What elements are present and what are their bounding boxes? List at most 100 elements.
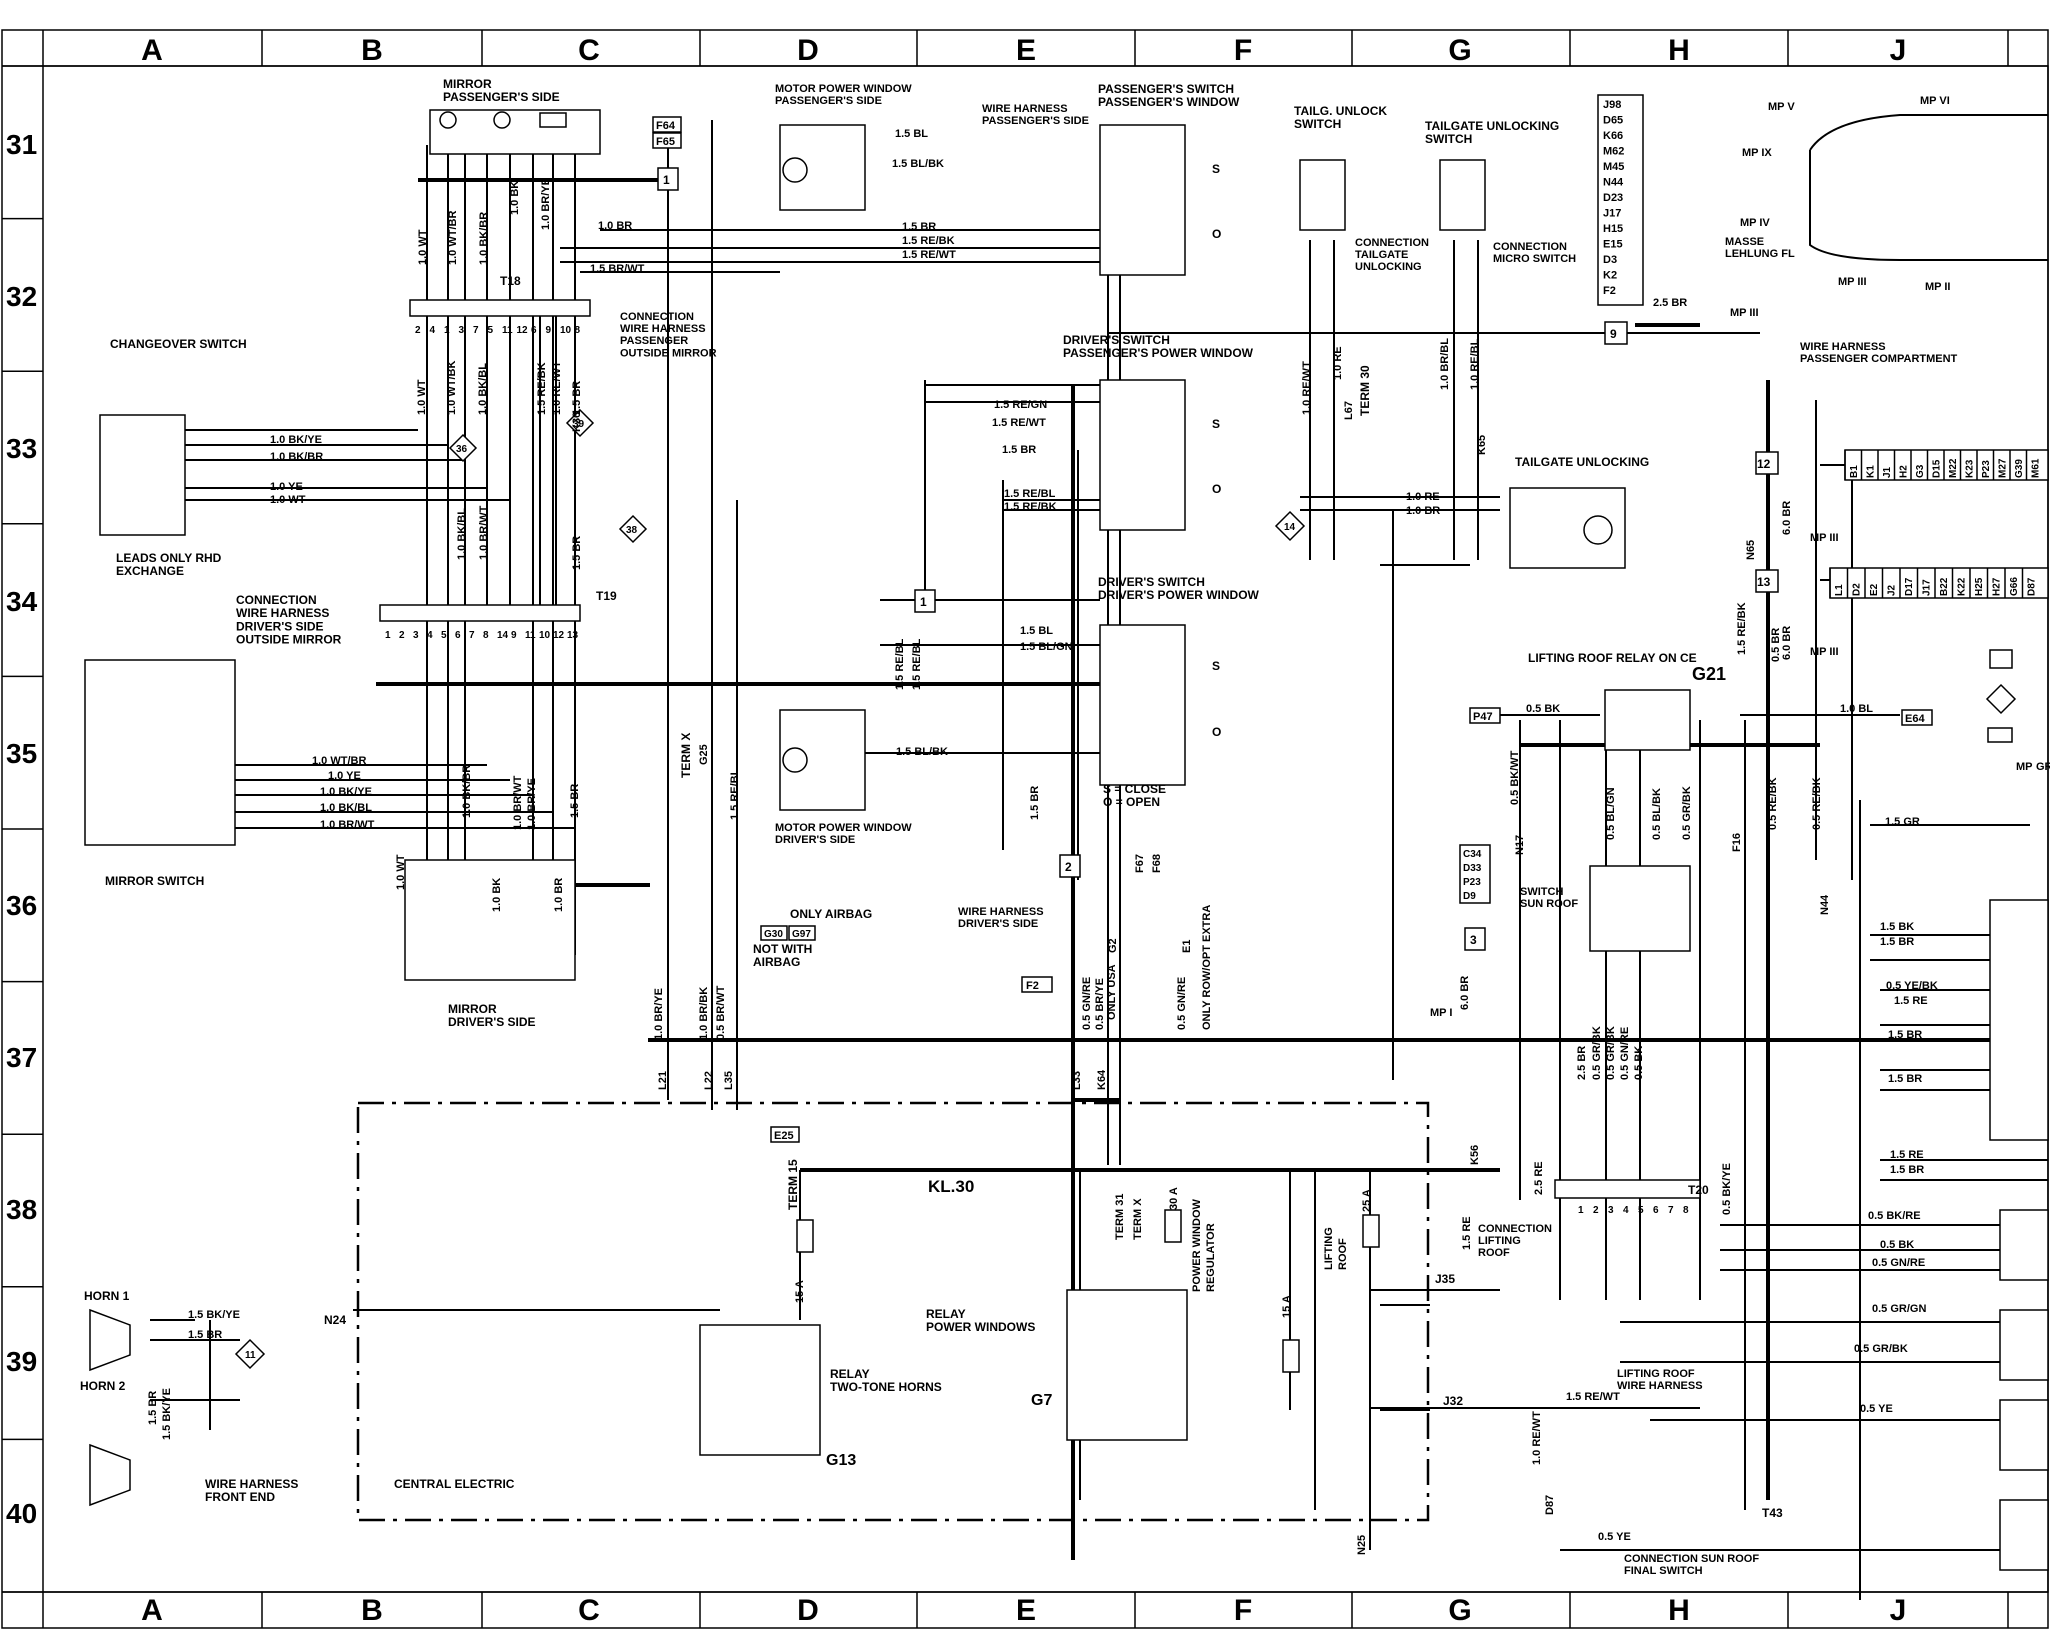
lifting-roof-relay-symbol	[1604, 689, 1691, 751]
wire-label: 2.5 RE	[1533, 1161, 1545, 1195]
wire-label: 1.0 WT/BK	[446, 361, 458, 415]
passenger-switch-symbol	[1099, 124, 1186, 276]
relay-two-tone-horns-symbol	[699, 1324, 821, 1456]
label-horn-2: HORN 2	[80, 1379, 126, 1393]
mark-o-1: O	[1212, 227, 1221, 241]
reference-boxes: F64 F65 F2 F67 F68 F16 G2 E1 E25 E64 G25…	[571, 116, 1933, 1515]
wire-label: 0.5 RE/BK	[1811, 777, 1823, 830]
pin-number: 4	[430, 325, 436, 336]
node-3: 3	[1470, 933, 1477, 947]
wire-label: 0.5 RE/BK	[1767, 777, 1779, 830]
wire-label: 6.0 BR	[1459, 976, 1471, 1010]
wire-label: 1.0 RE/WT	[551, 361, 563, 415]
wire-label: 1.5 RE	[1890, 1149, 1924, 1161]
mark-o-3: O	[1212, 725, 1221, 739]
label-lifting-roof-2: ROOF	[1337, 1238, 1349, 1270]
wire-label: 1.0 WT	[417, 229, 429, 265]
designators: T18 T19 T20 T43 G21 G13 G7 N24 N25 J35 J…	[324, 274, 1783, 1555]
connector-t19	[379, 604, 581, 622]
ref-f68: F68	[1151, 854, 1163, 873]
col-b: B	[361, 34, 383, 67]
wire-label: 0.5 BK	[1633, 1046, 1645, 1080]
wire-label: 1.5 RE/WT	[1566, 1391, 1620, 1403]
label-g7: G7	[1031, 1392, 1052, 1409]
wire-label: 1.5 BR	[147, 1391, 159, 1425]
fuse-stack-item: E15	[1603, 239, 1623, 251]
ref-k56: K56	[1469, 1145, 1481, 1165]
wire-label: 1.0 BK/BL	[456, 508, 468, 560]
column-headers-bottom: A B C D E F G H J	[141, 1594, 1906, 1627]
ref-e25: E25	[774, 1130, 794, 1142]
wire-label: 1.0 RE/WT	[1301, 361, 1313, 415]
wire-label: 1.5 RE	[1894, 995, 1928, 1007]
grid-frame	[1, 29, 2049, 1629]
connector-pin-ref: B22	[1939, 577, 1950, 596]
wire-label: 0.5 GR/BK	[1591, 1026, 1603, 1080]
col-a: A	[141, 34, 163, 67]
row-32: 32	[6, 281, 37, 312]
connector-pin-ref: K1	[1866, 465, 1877, 478]
pin-number: 13	[567, 630, 579, 641]
wire-label: 1.5 BK	[1880, 921, 1914, 933]
wire-label: 1.0 BR/WT	[320, 819, 375, 831]
label-t20: T20	[1688, 1183, 1709, 1197]
legend-gr: GR	[2036, 761, 2050, 773]
col-f: F	[1234, 34, 1252, 67]
connector-pin-ref: G39	[2014, 459, 2025, 478]
row-35: 35	[6, 738, 37, 769]
reference-diamonds: 14 11 36 38 39	[234, 408, 1306, 1370]
ref-k64: K64	[1096, 1069, 1108, 1090]
ref-l21: L21	[657, 1071, 669, 1090]
mark-s-2: S	[1212, 417, 1220, 431]
fuse-stack-item: D65	[1603, 115, 1623, 127]
pin-number: 3	[413, 630, 419, 641]
ref-p23: P23	[1463, 877, 1481, 888]
wire-label: 1.0 BK	[491, 878, 503, 912]
ref-e64: E64	[1905, 713, 1925, 725]
wire-label: 1.0 BR	[1406, 505, 1440, 517]
wire-label: 1.5 BL/GN	[1020, 641, 1073, 653]
fuse-stack-item: F2	[1603, 285, 1616, 297]
row-headers: 31 32 33 34 35 36 37 38 39 40	[6, 129, 38, 1529]
connector-pin-ref: B1	[1849, 465, 1860, 478]
col-e-bottom: E	[1016, 1594, 1036, 1627]
connector-pin-ref: H25	[1974, 577, 1985, 596]
wire-label: 0.5 GN/RE	[1872, 1257, 1925, 1269]
label-term-x: TERM X	[679, 733, 693, 778]
node-1-mid: 1	[920, 595, 927, 609]
mp-iii-node9: MP III	[1730, 307, 1759, 319]
wire-label: 6.0 BR	[1781, 501, 1793, 535]
ref-f2: F2	[1026, 980, 1039, 992]
fuse-stack-item: D23	[1603, 192, 1623, 204]
fuse-stack-item: J98	[1603, 99, 1621, 111]
label-g21: G21	[1692, 664, 1726, 684]
tailgate-unlock-switch-symbol	[1299, 159, 1346, 231]
label-term-15: TERM 15	[786, 1159, 800, 1210]
wire-label: 0.5 YE	[1860, 1403, 1893, 1415]
ref-f67: F67	[1134, 854, 1146, 873]
connector-12-strip	[1844, 449, 2049, 481]
fuse-stack	[1597, 94, 1644, 306]
tailgate-unlocking-switch-symbol	[1439, 159, 1486, 231]
wire-label: 1.5 BR	[1888, 1073, 1922, 1085]
wire-label: 2.5 BR	[1653, 297, 1687, 309]
wire-label: 1.0 BK/YE	[270, 434, 322, 446]
connector-pin-ref: J17	[1922, 579, 1933, 596]
ref-l35: L35	[723, 1071, 735, 1090]
mirror-driver-symbol	[404, 859, 576, 981]
mark-s-3: S	[1212, 659, 1220, 673]
fuse-stack-item: J17	[1603, 208, 1621, 220]
ref-l22: L22	[703, 1071, 715, 1090]
wire-label: 0.5 BR/WT	[715, 985, 727, 1040]
mp-iii-top: MP III	[1838, 276, 1867, 288]
pin-number: 2	[415, 325, 421, 336]
wire-label: 0.5 BK/WT	[1509, 750, 1521, 805]
